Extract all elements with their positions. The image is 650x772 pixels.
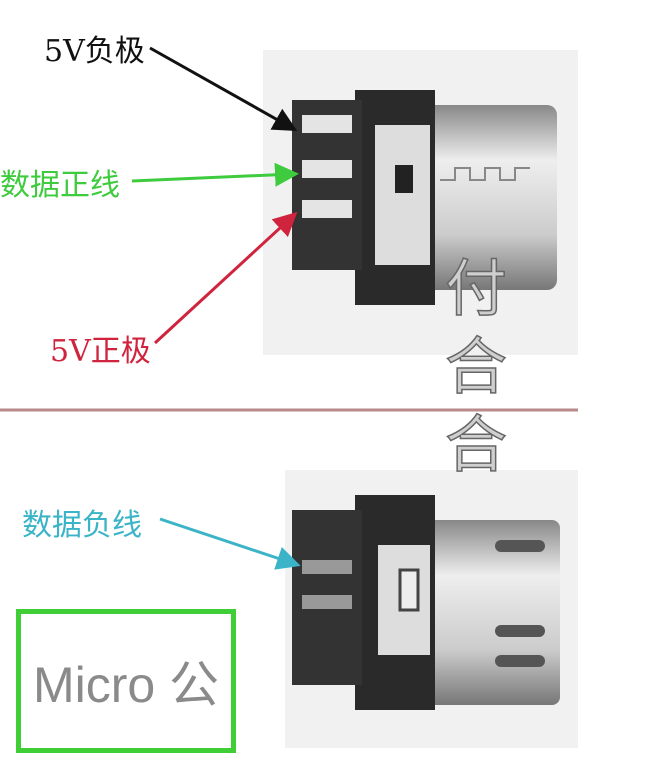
arrow-data-negative [159,517,301,570]
arrow-5v-positive [153,211,298,345]
top-connector-photo [263,50,578,355]
label-5v-positive: 5V正极 [50,334,151,369]
arrow-5v-negative [149,46,298,131]
micro-male-box: Micro 公 [16,609,236,753]
label-data-positive: 数据正线 [0,168,120,203]
label-data-negative: 数据负线 [22,508,142,543]
arrow-data-positive [131,162,299,187]
label-5v-negative: 5V负极 [44,34,145,69]
micro-male-label: Micro 公 [32,657,220,713]
bottom-connector-photo [285,470,578,748]
watermark: 付合合 [444,251,508,482]
